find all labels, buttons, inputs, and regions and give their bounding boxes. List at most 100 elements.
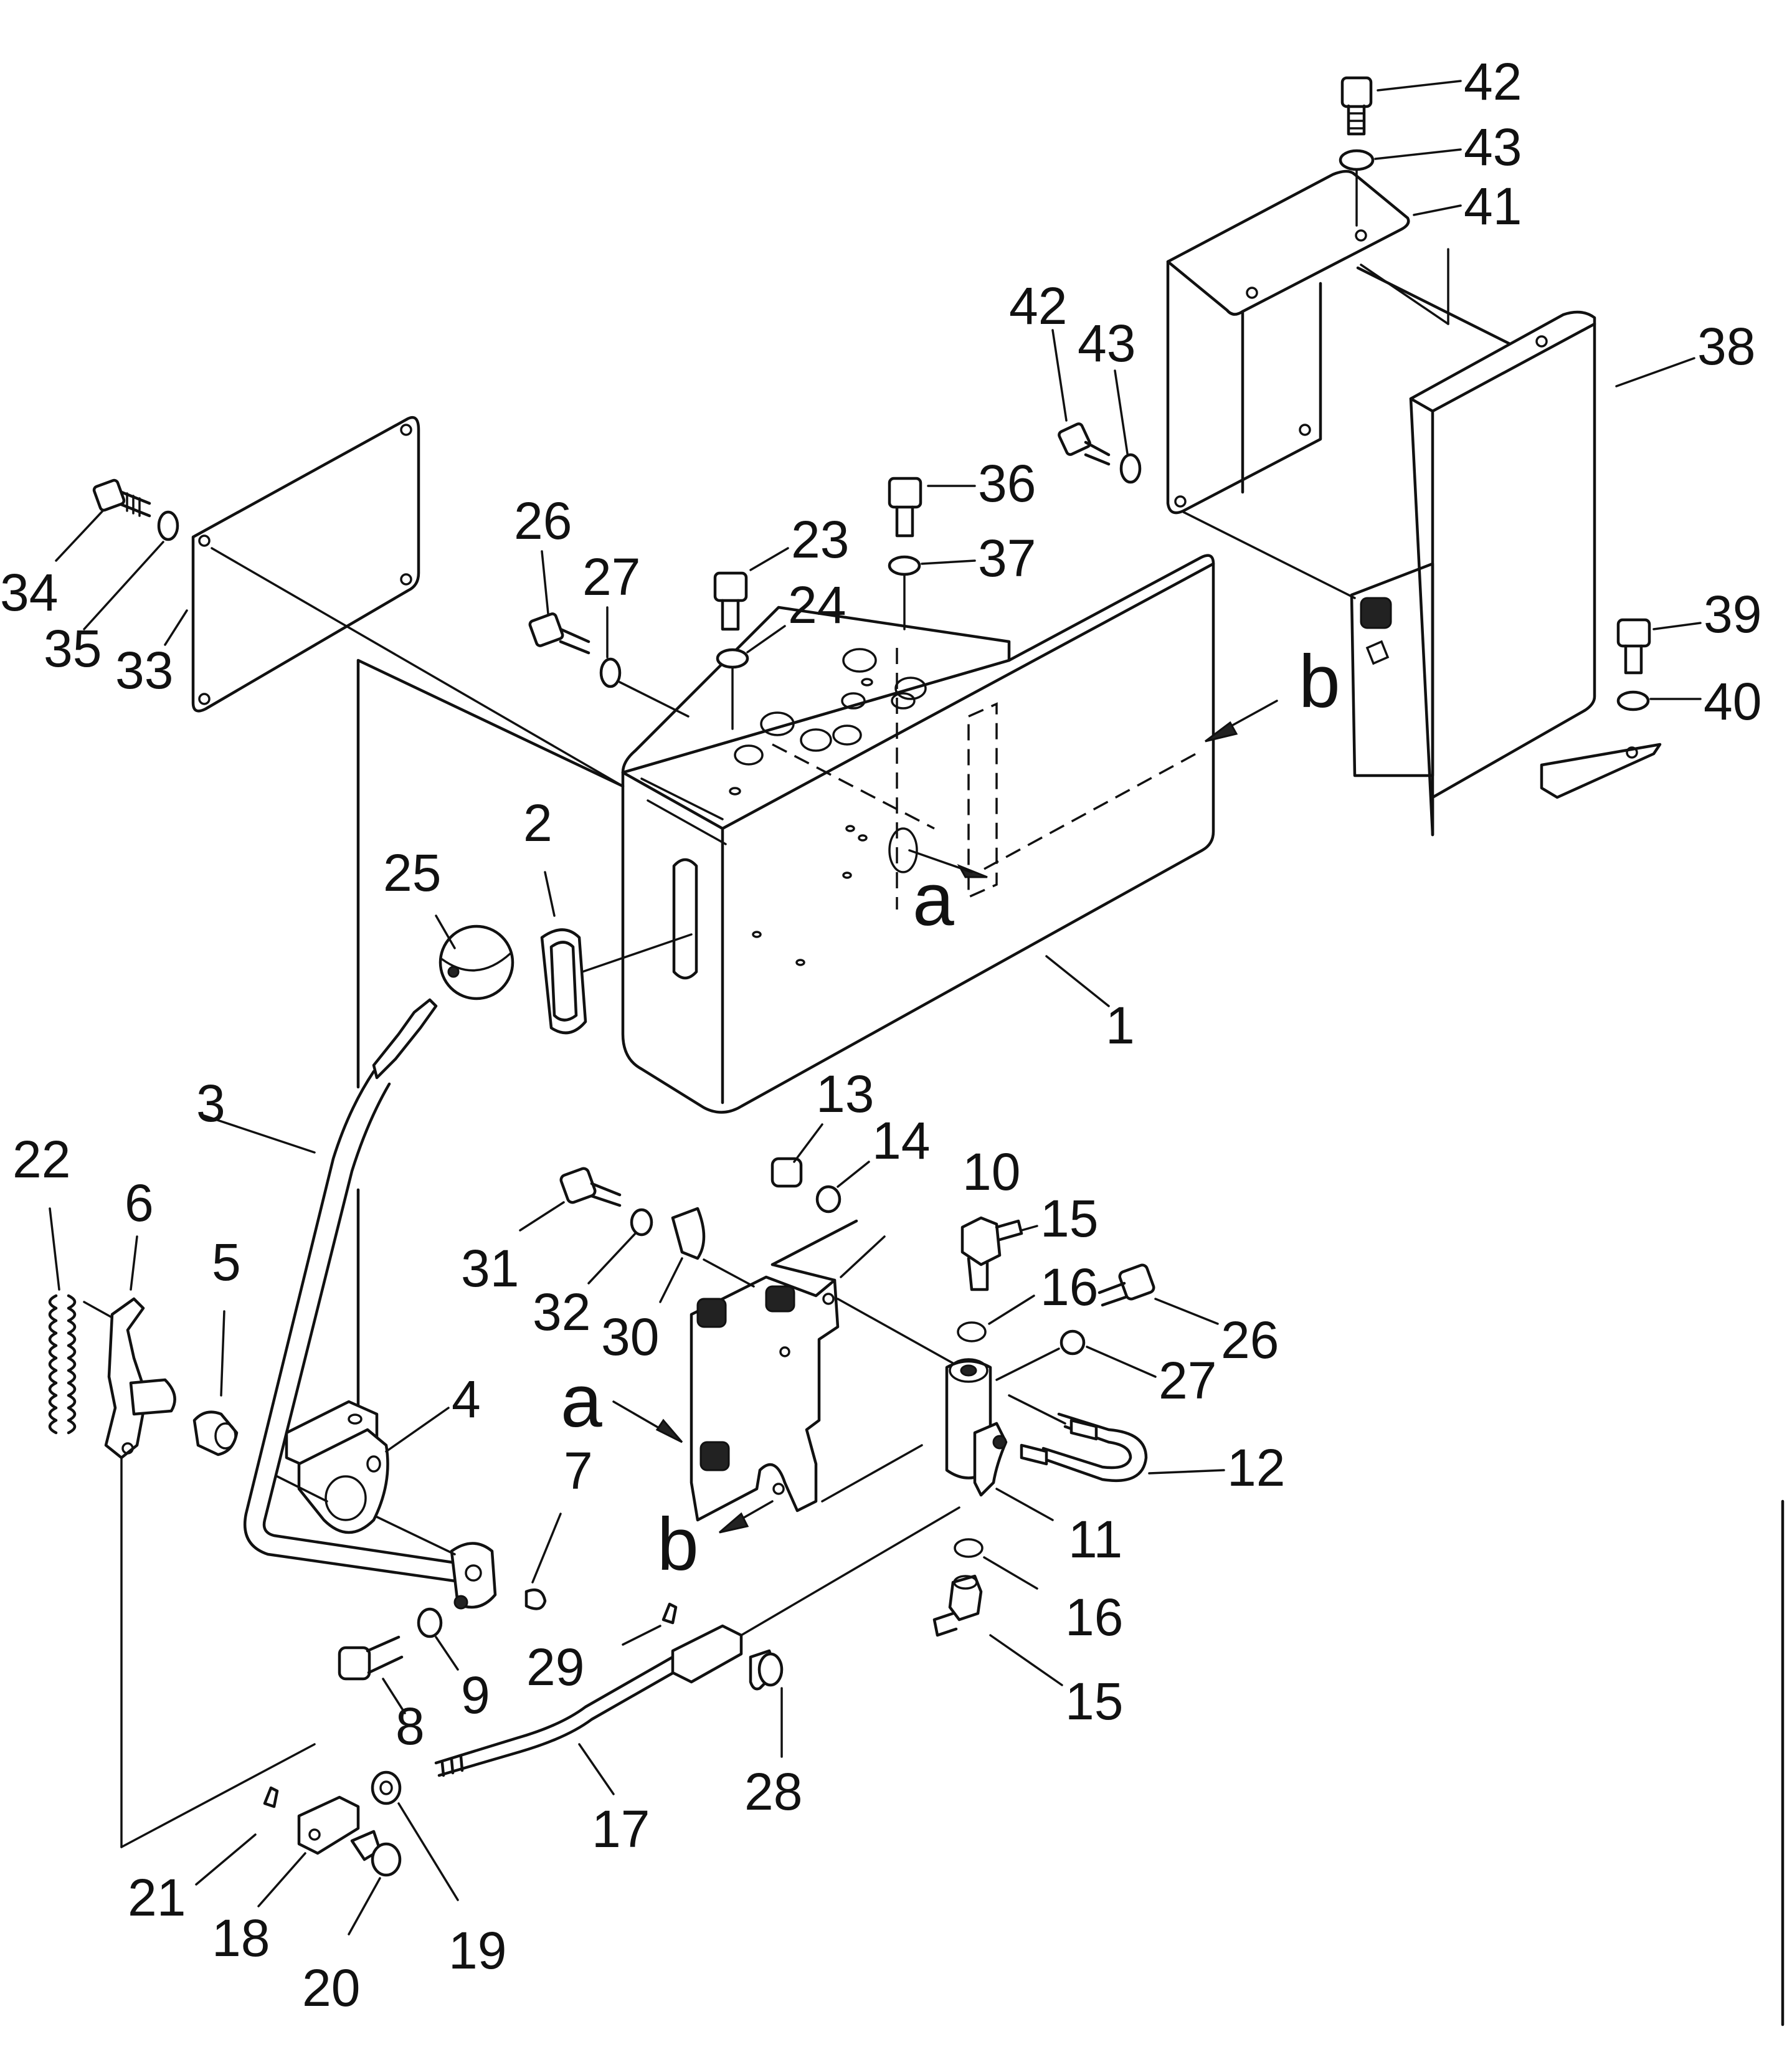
label-3: 3: [196, 1074, 225, 1133]
label-6: 6: [125, 1174, 154, 1232]
label-30: 30: [601, 1308, 659, 1366]
pin-28: [749, 1649, 784, 1691]
label-4: 4: [452, 1370, 481, 1428]
label-14: 14: [872, 1111, 930, 1170]
label-b-top: b: [1299, 640, 1340, 723]
bolt-23: [713, 571, 748, 631]
bolt-26-top: [528, 612, 590, 655]
main-case-1: [621, 554, 1215, 1114]
label-24: 24: [788, 576, 846, 634]
label-33: 33: [115, 641, 173, 700]
label-36: 36: [978, 454, 1036, 513]
label-17: 17: [592, 1800, 650, 1858]
washer-14: [815, 1185, 841, 1214]
label-9: 9: [461, 1666, 490, 1724]
label-41: 41: [1464, 177, 1522, 235]
oring-16-bottom: [954, 1538, 984, 1558]
spring-22: [48, 1294, 77, 1435]
label-16b: 16: [1065, 1588, 1123, 1646]
label-12: 12: [1227, 1438, 1285, 1497]
label-28: 28: [744, 1762, 802, 1821]
label-43a: 43: [1464, 118, 1522, 176]
bolt-39: [1616, 618, 1651, 675]
pin-7: [524, 1588, 547, 1610]
label-7: 7: [564, 1442, 593, 1500]
label-a-top: a: [913, 858, 954, 941]
tube-12: [1008, 1394, 1225, 1483]
callout-labels: 42 43 41 42 43 38 36 37 23 24 26 27 34 3…: [0, 52, 1761, 2017]
label-11: 11: [1068, 1510, 1122, 1569]
label-40: 40: [1704, 672, 1761, 731]
label-29: 29: [526, 1638, 584, 1696]
label-27b: 27: [1159, 1351, 1216, 1410]
washer-9: [417, 1607, 443, 1638]
nut-19: [371, 1770, 402, 1805]
label-1: 1: [1106, 996, 1135, 1055]
washer-43-side: [1119, 453, 1142, 484]
label-42b: 42: [1009, 277, 1067, 335]
bracket-38: [1350, 248, 1662, 837]
label-18: 18: [212, 1909, 270, 1967]
label-34: 34: [0, 563, 58, 622]
label-15a: 15: [1040, 1189, 1098, 1248]
oring-16-top: [957, 1321, 987, 1342]
clevis-18: [297, 1795, 360, 1855]
bolt-42-side: [1058, 422, 1111, 466]
label-15b: 15: [1065, 1672, 1123, 1731]
knob-25: [439, 924, 514, 1000]
elbow-15-top: [960, 1216, 1023, 1291]
label-21: 21: [128, 1868, 186, 1927]
clamp-30: [671, 1207, 706, 1260]
rod-17: [434, 1506, 960, 1795]
label-38: 38: [1697, 317, 1755, 376]
label-5: 5: [212, 1233, 241, 1291]
view-arrow-a-top: [908, 849, 988, 878]
washer-32: [630, 1208, 653, 1237]
label-2: 2: [523, 794, 552, 852]
label-39: 39: [1704, 585, 1761, 644]
lever-6: [83, 1297, 316, 1848]
label-31: 31: [461, 1239, 519, 1298]
bolt-42-top: [1340, 76, 1373, 136]
lever-3: [243, 658, 625, 1610]
boot-2: [540, 928, 693, 1035]
label-16a: 16: [1040, 1258, 1098, 1316]
label-b-bottom: b: [657, 1503, 699, 1586]
bolt-26-right: [1097, 1263, 1155, 1307]
label-22: 22: [12, 1130, 70, 1189]
bolt-8: [338, 1635, 404, 1681]
washer-40: [1616, 690, 1650, 711]
label-25: 25: [383, 843, 441, 902]
label-10: 10: [962, 1142, 1020, 1201]
pin-20: [350, 1830, 402, 1877]
view-arrow-b-bottom: [719, 1500, 774, 1534]
washer-37: [888, 555, 921, 576]
label-27a: 27: [582, 548, 640, 606]
label-19: 19: [448, 1921, 506, 1980]
cotter-pin-29: [661, 1602, 678, 1625]
label-42a: 42: [1464, 52, 1522, 111]
elbow-15-bottom: [932, 1574, 983, 1637]
cotter-pin-21: [263, 1786, 279, 1808]
label-26b: 26: [1221, 1311, 1279, 1369]
bracket-4: [276, 1400, 456, 1556]
label-20: 20: [302, 1959, 360, 2017]
bolt-36: [888, 477, 922, 538]
bushing-5: [192, 1410, 239, 1456]
washer-43-top: [1339, 149, 1375, 171]
cover-plate-33: [191, 416, 624, 787]
view-arrow-b-top: [1205, 700, 1278, 743]
bracket-10: [690, 1219, 973, 1522]
washer-27-right: [1060, 1329, 1086, 1356]
label-35: 35: [44, 619, 102, 678]
washer-35: [157, 510, 179, 541]
label-26a: 26: [514, 492, 572, 550]
label-43b: 43: [1078, 314, 1135, 373]
bolt-34: [92, 478, 151, 518]
bolt-31: [559, 1167, 622, 1207]
label-32: 32: [533, 1283, 590, 1341]
view-arrow-a-bottom: [612, 1400, 683, 1443]
valve-11: [945, 1358, 1054, 1521]
label-8: 8: [396, 1697, 425, 1755]
